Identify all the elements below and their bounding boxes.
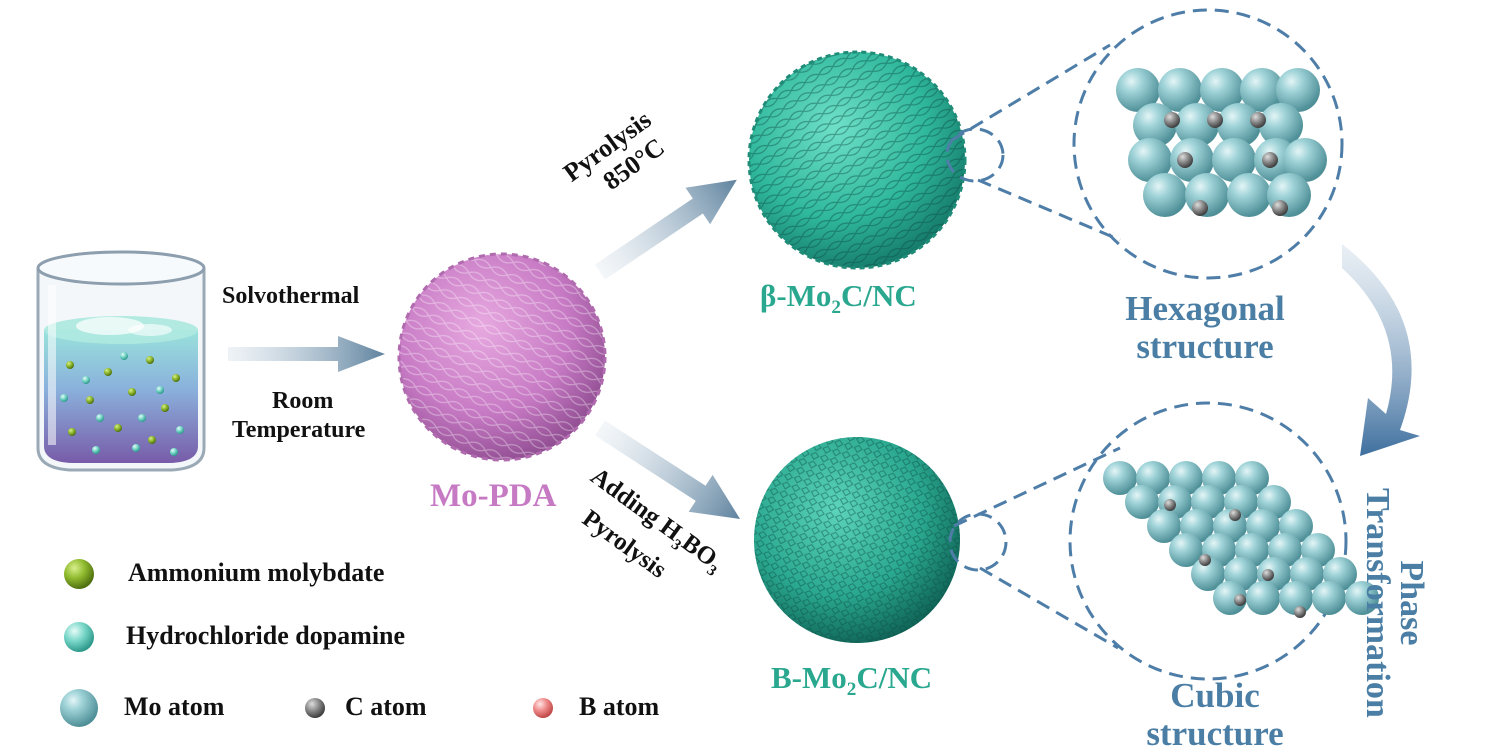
- c-atom-icon: [305, 698, 325, 718]
- temperature-label: Temperature: [232, 417, 366, 443]
- mo-atom: [1133, 103, 1177, 147]
- ammonium-molybdate-particle: [172, 374, 180, 382]
- pyrolysis-arrow: [594, 179, 737, 280]
- dopamine-particle: [156, 386, 164, 394]
- mo-atom: [1246, 581, 1280, 615]
- mo-atom: [1283, 138, 1327, 182]
- legend-c-atom-label: C atom: [345, 692, 427, 721]
- mo-atom: [1158, 68, 1202, 112]
- cubic-atom-cluster: [1103, 461, 1379, 618]
- c-atom: [1229, 509, 1241, 521]
- hydrochloride-dopamine-icon: [64, 622, 94, 652]
- solvothermal-arrow: [228, 336, 385, 372]
- phase-transformation-label: Phase Transformation: [1359, 488, 1430, 718]
- b-atom-icon: [533, 698, 553, 718]
- beaker-particles: [60, 352, 184, 456]
- dopamine-particle: [176, 426, 184, 434]
- mo-atom: [1276, 68, 1320, 112]
- dopamine-particle: [96, 414, 104, 422]
- cubic-zoom: [948, 401, 1348, 681]
- c-atom: [1164, 112, 1180, 128]
- mo-atom: [1125, 485, 1159, 519]
- ammonium-molybdate-particle: [128, 388, 136, 396]
- hexagonal-structure-label: Hexagonal structure: [1125, 289, 1285, 366]
- mo-atom: [1200, 68, 1244, 112]
- mo-atom: [1345, 581, 1379, 615]
- c-atom: [1272, 200, 1288, 216]
- mo-pda-sphere: [397, 252, 607, 462]
- b-mo2c-label: B-Mo2C/NC: [771, 660, 933, 701]
- mo-atom: [1227, 173, 1271, 217]
- c-atom: [1294, 606, 1306, 618]
- dopamine-particle: [92, 446, 100, 454]
- ammonium-molybdate-particle: [148, 436, 156, 444]
- ammonium-molybdate-particle: [104, 368, 112, 376]
- mo-atom: [1175, 103, 1219, 147]
- mo-atom: [1128, 138, 1172, 182]
- ammonium-molybdate-particle: [66, 361, 74, 369]
- b-mo2c-sphere: [754, 437, 960, 643]
- c-atom: [1207, 112, 1223, 128]
- legend-ammonium-label: Ammonium molybdate: [128, 558, 385, 587]
- dopamine-particle: [132, 444, 140, 452]
- room-label: Room: [272, 388, 334, 414]
- mo-atom: [1169, 533, 1203, 567]
- phase-transformation-arrow: [1342, 244, 1420, 456]
- mo-atom: [1240, 68, 1284, 112]
- c-atom: [1199, 554, 1211, 566]
- c-atom: [1177, 152, 1193, 168]
- mo-atom: [1212, 138, 1256, 182]
- dopamine-particle: [170, 448, 178, 456]
- c-atom: [1234, 594, 1246, 606]
- solvothermal-label: Solvothermal: [222, 283, 360, 309]
- mo-pda-label: Mo-PDA: [430, 478, 557, 514]
- dopamine-particle: [120, 352, 128, 360]
- legend-dopamine-label: Hydrochloride dopamine: [126, 621, 406, 650]
- ammonium-molybdate-particle: [161, 404, 169, 412]
- mo-atom: [1259, 103, 1303, 147]
- c-atom: [1164, 499, 1176, 511]
- c-atom: [1250, 112, 1266, 128]
- mo-atom: [1279, 581, 1313, 615]
- mo-atom: [1312, 581, 1346, 615]
- mo-atom: [1103, 461, 1137, 495]
- c-atom: [1262, 152, 1278, 168]
- legend-mo-atom-label: Mo atom: [124, 692, 225, 721]
- hexagonal-atom-cluster: [1116, 68, 1327, 217]
- dopamine-particle: [138, 414, 146, 422]
- c-atom: [1262, 569, 1274, 581]
- ammonium-molybdate-particle: [68, 428, 76, 436]
- mo-atom: [1217, 103, 1261, 147]
- cubic-structure-label: Cubic structure: [1146, 676, 1284, 753]
- mo-atom: [1213, 581, 1247, 615]
- mo-atom: [1147, 509, 1181, 543]
- c-atom: [1192, 200, 1208, 216]
- beta-mo2c-sphere: [747, 50, 967, 270]
- ammonium-molybdate-icon: [64, 559, 94, 589]
- ammonium-molybdate-particle: [86, 396, 94, 404]
- legend-b-atom-label: B atom: [579, 692, 660, 721]
- mo-atom-icon: [60, 689, 98, 727]
- beta-mo2c-label: β-Mo2C/NC: [760, 278, 917, 319]
- ammonium-molybdate-particle: [146, 356, 154, 364]
- dopamine-particle: [82, 376, 90, 384]
- hexagonal-zoom: [945, 8, 1344, 280]
- mo-atom: [1116, 68, 1160, 112]
- beaker-icon: [36, 250, 206, 472]
- ammonium-molybdate-particle: [114, 424, 122, 432]
- mo-atom: [1191, 557, 1225, 591]
- mo-atom: [1143, 173, 1187, 217]
- dopamine-particle: [60, 394, 68, 402]
- adding-boric-acid-arrow: [595, 420, 741, 519]
